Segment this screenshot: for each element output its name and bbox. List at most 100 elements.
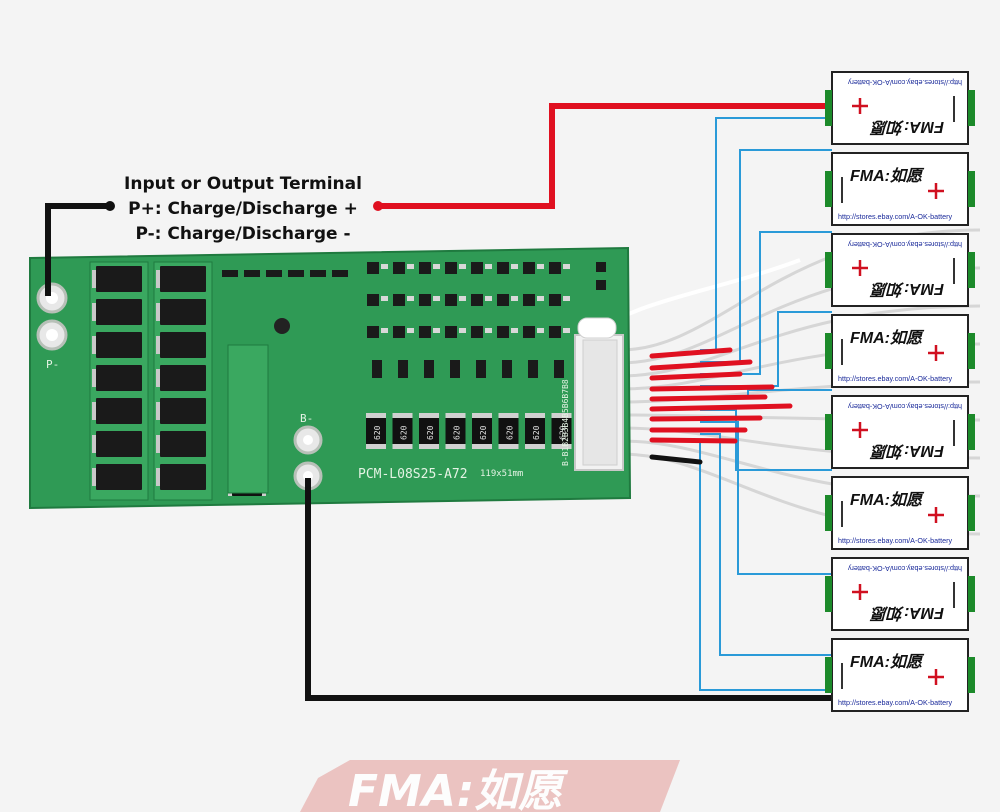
smd-chip [596, 262, 606, 272]
smd-pad [511, 296, 518, 301]
smd-pad [511, 264, 518, 269]
resistor-code-label: 620 [532, 425, 541, 440]
callout-line-1: Input or Output Terminal [124, 174, 362, 194]
resistor-pad [472, 413, 492, 418]
balance-resistor [525, 416, 545, 446]
mosfet-tab [92, 435, 96, 453]
resistor-pad [392, 444, 413, 449]
mosfet [96, 431, 142, 457]
mosfet [96, 266, 142, 292]
balance-wires [699, 117, 832, 691]
cell-body [831, 233, 969, 307]
balance-fet [398, 360, 408, 378]
cell-brand: FMA:如愿 [869, 280, 944, 298]
balance-ic [445, 262, 457, 274]
balance-fet [476, 360, 486, 378]
balance-fet [554, 360, 564, 378]
p-minus-wire [45, 203, 110, 296]
balance-ic [549, 262, 561, 274]
balance-fet [450, 360, 460, 378]
sense-lead-marker [649, 394, 768, 402]
sense-lead-marker [649, 359, 753, 371]
mosfet-tab [156, 468, 160, 486]
resistor-code-label: 620 [506, 425, 515, 440]
cell-terminal [968, 657, 975, 693]
balance-ic [523, 326, 535, 338]
callout-line-3: P-: Charge/Discharge - [135, 224, 351, 244]
smd-pad [407, 328, 414, 333]
cell-url: http://stores.ebay.com/A-OK-battery [847, 240, 962, 249]
resistor-pad [551, 413, 572, 418]
balance-ic [367, 294, 379, 306]
resistor-code-label: 620 [426, 425, 435, 440]
callout-line-2: P+: Charge/Discharge + [128, 199, 358, 219]
resistor-pad [366, 444, 386, 449]
cell-url: http://stores.ebay.com/A-OK-battery [838, 698, 953, 707]
b-minus-silk-label: B- [300, 412, 313, 425]
cell-body [831, 638, 969, 712]
cell-terminal [968, 414, 975, 450]
resistor-pad [472, 444, 492, 449]
resistor-pad [498, 444, 519, 449]
battery-cell: FMA:如愿http://stores.ebay.com/A-OK-batter… [825, 638, 975, 712]
resistor-pad [419, 444, 439, 449]
cell-terminal [968, 90, 975, 126]
balance-ic [419, 262, 431, 274]
cell-terminal [968, 495, 975, 531]
balance-ic [445, 326, 457, 338]
smd-pad [563, 328, 570, 333]
resistor-pad [498, 413, 519, 418]
cell-url: http://stores.ebay.com/A-OK-battery [838, 212, 953, 221]
cell-terminal [968, 252, 975, 288]
cell-terminal [825, 657, 832, 693]
cell-brand: FMA:如愿 [869, 118, 944, 136]
sense-cable [619, 304, 981, 378]
balance-ic [471, 326, 483, 338]
balance-resistor [392, 416, 413, 446]
mosfet-tab [92, 402, 96, 420]
balance-ic [523, 294, 535, 306]
balance-wire [700, 433, 832, 656]
mosfet-tab [156, 303, 160, 321]
sense-cable [598, 258, 801, 332]
resistor-pad [366, 413, 386, 418]
balance-ic [419, 326, 431, 338]
mosfet [96, 299, 142, 325]
cell-brand: FMA:如愿 [869, 604, 944, 622]
mosfet [160, 464, 206, 490]
battery-cell: FMA:如愿http://stores.ebay.com/A-OK-batter… [825, 152, 975, 226]
cell-terminal [825, 414, 832, 450]
resistor-pad [445, 413, 466, 418]
smd-pad [459, 264, 466, 269]
sense-lead-marker [649, 415, 763, 422]
cell-url: http://stores.ebay.com/A-OK-battery [838, 536, 953, 545]
smd-pad [381, 328, 388, 333]
smd-resistor [266, 270, 282, 277]
smd-pad [485, 296, 492, 301]
cell-terminal [825, 252, 832, 288]
smd-pad [537, 264, 544, 269]
balance-ic-array [222, 262, 606, 378]
mosfet-tab [156, 336, 160, 354]
smd-pad [459, 328, 466, 333]
balance-ic [445, 294, 457, 306]
smd-resistor [222, 270, 238, 277]
resistor-pad [392, 413, 413, 418]
mosfet [96, 398, 142, 424]
board-model-label: PCM-L08S25-A72 [358, 467, 468, 482]
mosfet [160, 266, 206, 292]
sense-lead-marker [649, 454, 703, 465]
cell-terminal [825, 576, 832, 612]
balance-ic [393, 262, 405, 274]
smd-pad [433, 296, 440, 301]
mosfet [96, 464, 142, 490]
mosfet-tab [92, 369, 96, 387]
balance-resistor [498, 416, 519, 446]
p-plus-wire [378, 103, 832, 209]
battery-cell: FMA:如愿http://stores.ebay.com/A-OK-batter… [825, 395, 975, 469]
mosfet-array [89, 261, 213, 501]
resistor-code-label: 620 [400, 425, 409, 440]
resistor-pad [525, 444, 545, 449]
cell-brand: FMA:如愿 [869, 442, 944, 460]
smd-pad [563, 296, 570, 301]
